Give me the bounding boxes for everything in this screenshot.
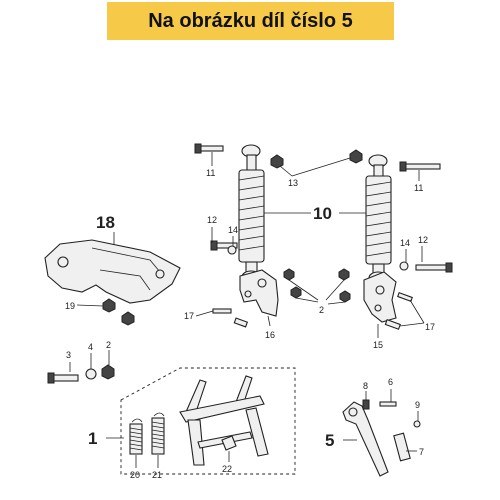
bolt-12-left — [210, 240, 238, 251]
callout-12-left: 12 — [207, 215, 217, 225]
callout-15: 15 — [373, 340, 383, 350]
side-stand-part — [342, 401, 389, 477]
callout-17-left: 17 — [184, 311, 194, 321]
callout-11-left: 11 — [206, 168, 215, 178]
callout-14-right: 14 — [400, 238, 410, 248]
spring-20-part — [129, 418, 143, 455]
bracket-15-part — [363, 271, 397, 323]
spring-21-part — [151, 412, 165, 455]
bolt-12-right — [415, 262, 453, 273]
callout-21: 21 — [152, 470, 162, 480]
bolt-8-part — [362, 399, 370, 410]
frame-bracket-part — [44, 239, 181, 304]
bolt-6-part — [379, 401, 397, 407]
washer-14-left — [227, 245, 237, 255]
callout-18: 18 — [96, 213, 115, 232]
screws-17-left — [212, 308, 249, 328]
bolt-3-part — [47, 372, 79, 384]
title-text: Na obrázku díl číslo 5 — [148, 9, 353, 32]
callout-1: 1 — [88, 429, 97, 448]
nut-19-b — [121, 311, 135, 326]
callout-17-right: 17 — [425, 322, 435, 332]
bolt-11-left — [194, 143, 224, 154]
callout-14-left: 14 — [228, 225, 238, 235]
callout-3: 3 — [66, 350, 71, 360]
callout-4: 4 — [88, 342, 93, 352]
callout-20: 20 — [130, 470, 140, 480]
nuts-2-group — [283, 268, 351, 305]
callout-10: 10 — [313, 204, 332, 223]
spring-7-part — [393, 420, 421, 462]
washer-14-right — [399, 261, 409, 271]
callout-5: 5 — [325, 431, 334, 450]
nut-2-lower — [101, 364, 115, 380]
callout-2-upper: 2 — [319, 305, 324, 315]
bracket-16-part — [239, 269, 279, 317]
nut-19-a — [102, 298, 116, 313]
callout-11-right: 11 — [414, 183, 423, 193]
callout-22: 22 — [222, 464, 232, 474]
callout-13: 13 — [288, 178, 298, 188]
centre-stand-part — [179, 375, 269, 466]
callout-19: 19 — [65, 301, 75, 311]
nut-13-left — [270, 154, 284, 169]
callout-2-lower: 2 — [106, 340, 111, 350]
washer-4-part — [85, 368, 97, 380]
callout-8: 8 — [363, 381, 368, 391]
callout-9: 9 — [415, 400, 420, 410]
screws-17-right — [384, 292, 413, 330]
bolt-11-right — [399, 161, 441, 172]
nut-13-right — [349, 149, 363, 164]
shock-absorber-right — [365, 154, 392, 285]
bush-22-part — [221, 435, 237, 451]
centre-stand-group-box — [120, 367, 296, 475]
callout-16: 16 — [265, 330, 275, 340]
callout-7: 7 — [419, 447, 424, 457]
title-banner: Na obrázku díl číslo 5 — [107, 2, 394, 40]
shock-absorber-left — [238, 144, 265, 284]
callout-6: 6 — [388, 377, 393, 387]
callout-12-right: 12 — [418, 235, 428, 245]
leader-lines — [69, 152, 425, 468]
